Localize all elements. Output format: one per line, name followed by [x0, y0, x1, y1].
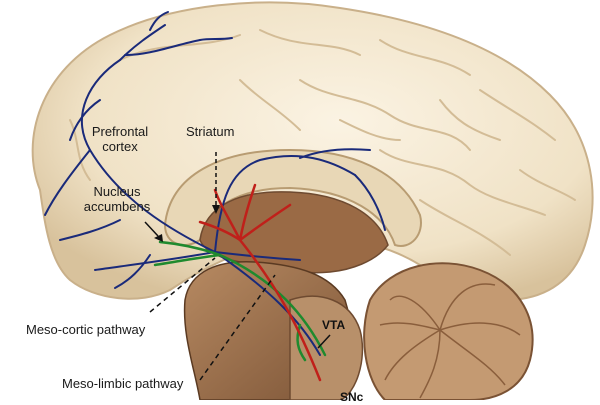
prefrontal-label-line2: cortex — [102, 139, 138, 154]
leader-lines — [144, 152, 331, 381]
mesolimbic-pathway — [153, 240, 327, 362]
prefrontal-label-line1: Prefrontal — [91, 124, 149, 139]
meso-limbic-pathway-label: Meso-limbic pathway — [62, 376, 184, 391]
nucleus-accumbens-label: Nucleus accumbens — [72, 184, 162, 214]
nigrostriatal-pathway — [198, 183, 322, 382]
mesocortical-pathway — [44, 11, 386, 356]
cerebellum-folia — [379, 283, 521, 399]
pons — [289, 295, 364, 400]
snc-label: SNc — [340, 390, 364, 404]
striatum-label: Striatum — [186, 124, 235, 139]
nucleus-label-line1: Nucleus — [93, 184, 141, 199]
vta-label: VTA — [322, 318, 346, 332]
meso-cortic-pathway-label: Meso-cortic pathway — [26, 322, 146, 337]
nucleus-label-line2: accumbens — [83, 199, 151, 214]
gyri-folds — [69, 29, 576, 256]
prefrontal-cortex-label: Prefrontal cortex — [80, 124, 160, 154]
